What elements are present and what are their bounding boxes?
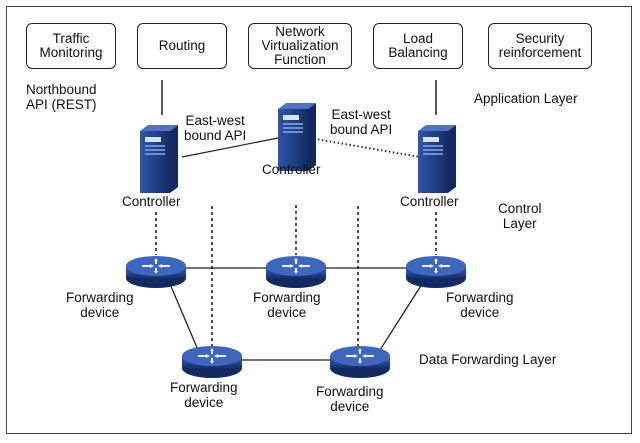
app-security-reinforcement: Security reinforcement	[488, 23, 592, 69]
forwarding-device-3-label: Forwarding device	[446, 290, 514, 320]
northbound-api-label: Northbound API (REST)	[26, 82, 97, 112]
data-forwarding-layer-label: Data Forwarding Layer	[419, 352, 557, 367]
forwarding-device-5-label: Forwarding device	[316, 384, 384, 414]
control-layer-label: Control Layer	[498, 201, 542, 231]
forwarding-device-5-router-icon	[329, 345, 391, 379]
app-network-virtualization-function: Network Virtualization Function	[248, 23, 352, 69]
data-link-3	[169, 283, 199, 351]
eastwest-api-label-left: East-west bound API	[184, 113, 247, 143]
controller-center-server-icon	[278, 103, 316, 171]
app-load-balancing: Load Balancing	[373, 23, 463, 69]
app-routing: Routing	[137, 23, 227, 69]
controller-left-server-icon	[140, 125, 178, 193]
controller-right-server-icon	[418, 125, 456, 193]
forwarding-device-4-router-icon	[181, 345, 243, 379]
forwarding-device-4-label: Forwarding device	[170, 380, 238, 410]
data-link-5	[379, 283, 423, 351]
controller-left-label: Controller	[122, 194, 181, 209]
diagram-frame	[6, 6, 632, 434]
forwarding-device-2-router-icon	[265, 255, 327, 289]
eastwest-link-left	[181, 137, 279, 158]
eastwest-api-label-right: East-west bound API	[330, 107, 393, 137]
forwarding-device-2-label: Forwarding device	[253, 290, 321, 320]
app-traffic-monitoring: Traffic Monitoring	[26, 23, 116, 69]
eastwest-link-right	[309, 137, 421, 158]
application-layer-label: Application Layer	[474, 91, 578, 106]
forwarding-device-3-router-icon	[405, 255, 467, 289]
controller-right-label: Controller	[400, 194, 459, 209]
forwarding-device-1-label: Forwarding device	[66, 290, 134, 320]
forwarding-device-1-router-icon	[125, 255, 187, 289]
controller-center-label: Controller	[262, 162, 321, 177]
